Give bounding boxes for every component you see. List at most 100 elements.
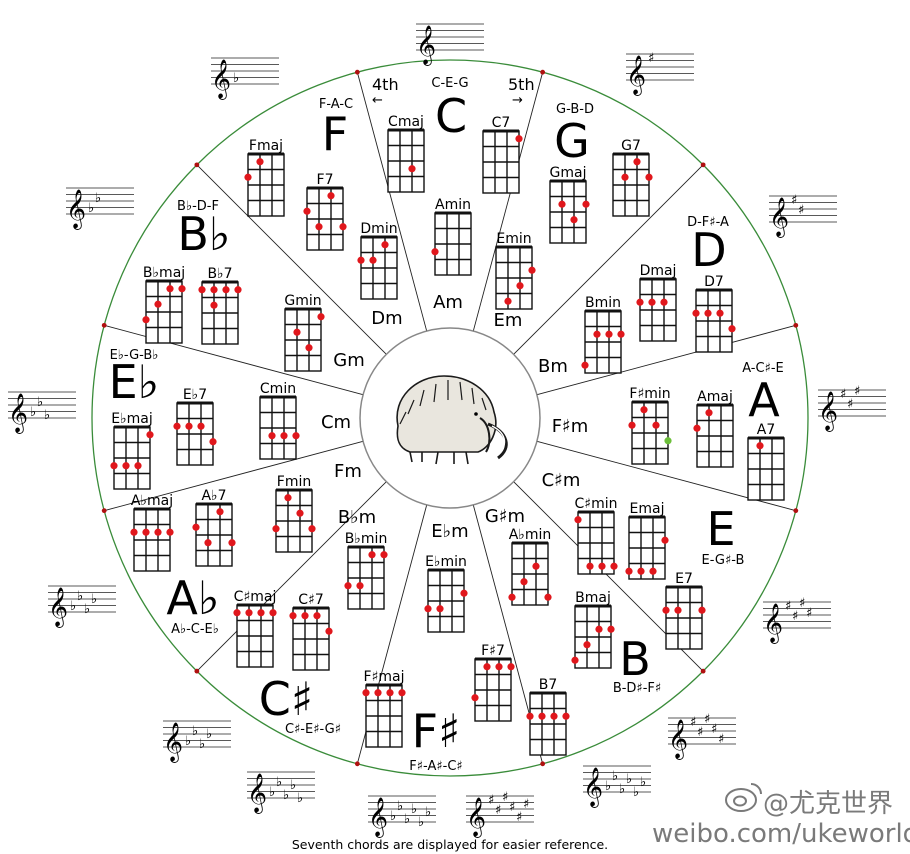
finger-dot [408, 165, 416, 173]
flat-icon: ♭ [199, 737, 205, 752]
finger-dot [122, 462, 130, 470]
sharp-icon: ♯ [791, 193, 797, 208]
flat-icon: ♭ [44, 408, 50, 423]
finger-dot [617, 330, 625, 338]
relative-minor-label: Fm [334, 461, 362, 482]
key-signature-staff: 𝄞♯♯♯♯♯♯ [466, 790, 534, 838]
ring-tick-dot [540, 69, 546, 75]
chord-name: A7 [757, 422, 775, 438]
key-signature-staff: 𝄞♯♯ [769, 193, 837, 238]
finger-dot [110, 462, 118, 470]
chord-name: F7 [317, 172, 334, 188]
triad-label: E♭-G-B♭ [110, 348, 159, 363]
ring-tick-dot [101, 508, 107, 514]
sharp-icon: ♯ [704, 712, 710, 727]
finger-dot [664, 437, 672, 445]
chord-name: E♭7 [183, 387, 207, 403]
flat-icon: ♭ [390, 809, 396, 824]
chord-diagram: C♯min [574, 496, 618, 575]
sharp-icon: ♯ [697, 725, 703, 740]
footer-caption: Seventh chords are displayed for easier … [292, 837, 608, 852]
flat-icon: ♭ [84, 602, 90, 617]
flat-icon: ♭ [269, 785, 275, 800]
chord-name: A♭min [509, 527, 552, 543]
flat-icon: ♭ [283, 788, 289, 803]
sharp-icon: ♯ [854, 384, 860, 399]
key-label: A♭ [166, 571, 219, 625]
key-label: F [322, 107, 348, 161]
chord-diagram: A♭min [508, 527, 552, 606]
finger-dot [692, 309, 700, 317]
key-signature-staff: 𝄞♭ [211, 57, 279, 100]
sharp-icon: ♯ [509, 800, 515, 815]
treble-clef-icon: 𝄞 [48, 587, 68, 628]
chord-diagram: Emaj [625, 501, 669, 580]
sector-divider [536, 324, 796, 396]
finger-dot [648, 298, 656, 306]
sharp-icon: ♯ [806, 606, 812, 621]
sharp-icon: ♯ [847, 397, 853, 412]
finger-dot [538, 712, 546, 720]
treble-clef-icon: 𝄞 [626, 55, 646, 96]
finger-dot [257, 609, 265, 617]
chord-name: E7 [675, 571, 693, 587]
finger-dot [280, 432, 288, 440]
key-signature-staff: 𝄞♭♭ [66, 187, 134, 230]
ring-tick-dot [101, 322, 107, 328]
chord-diagram: B♭maj [142, 265, 186, 344]
finger-dot [628, 421, 636, 429]
key-label: F♯ [412, 704, 461, 758]
chord-name: A♭7 [201, 488, 226, 504]
flat-icon: ♭ [91, 592, 97, 607]
finger-dot [154, 300, 162, 308]
chord-diagram: C♯maj [233, 589, 277, 668]
key-signature-staff: 𝄞♯♯♯♯ [763, 596, 831, 644]
key-signature-staff: 𝄞♭♭♭ [8, 391, 76, 434]
treble-clef-icon: 𝄞 [66, 189, 86, 230]
chord-name: Gmaj [550, 165, 587, 181]
finger-dot [268, 432, 276, 440]
finger-dot [693, 424, 701, 432]
key-label: C [435, 89, 467, 143]
ring-ticks [101, 69, 799, 767]
outer-ring [91, 59, 809, 777]
flat-icon: ♭ [404, 812, 410, 827]
flat-icon: ♭ [88, 201, 94, 216]
chord-name: B♭maj [143, 265, 185, 281]
chord-name: Amin [435, 197, 471, 213]
key-signature-staff: 𝄞♭♭♭♭ [48, 585, 116, 628]
finger-dot [209, 438, 217, 446]
sector-divider [356, 72, 428, 332]
flat-icon: ♭ [206, 727, 212, 742]
finger-dot [495, 663, 503, 671]
finger-dot [289, 612, 297, 620]
finger-dot [166, 528, 174, 536]
finger-dot [233, 609, 241, 617]
ring-tick-dot [700, 162, 706, 168]
finger-dot [301, 612, 309, 620]
chord-diagram: Dmaj [636, 263, 677, 342]
sector-divider [472, 72, 544, 332]
sharp-icon: ♯ [840, 387, 846, 402]
triad-label: F♯-A♯-C♯ [409, 759, 462, 774]
chord-name: E♭min [425, 554, 467, 570]
finger-dot [581, 361, 589, 369]
finger-dot [507, 663, 515, 671]
finger-dot [308, 525, 316, 533]
flat-icon: ♭ [633, 785, 639, 800]
chord-diagram: Dmin [357, 221, 398, 300]
treble-clef-icon: 𝄞 [416, 25, 436, 66]
sharp-icon: ♯ [798, 203, 804, 218]
chord-name: F♯7 [481, 643, 505, 659]
finger-dot [357, 256, 365, 264]
triad-label: B-D♯-F♯ [613, 681, 661, 696]
sharp-icon: ♯ [799, 596, 805, 611]
triad-label: B♭-D-F [177, 199, 219, 214]
finger-dot [625, 567, 633, 575]
finger-dot [339, 223, 347, 231]
finger-dot [362, 689, 370, 697]
finger-dot [356, 582, 364, 590]
finger-dot [317, 313, 325, 321]
finger-dot [222, 286, 230, 294]
